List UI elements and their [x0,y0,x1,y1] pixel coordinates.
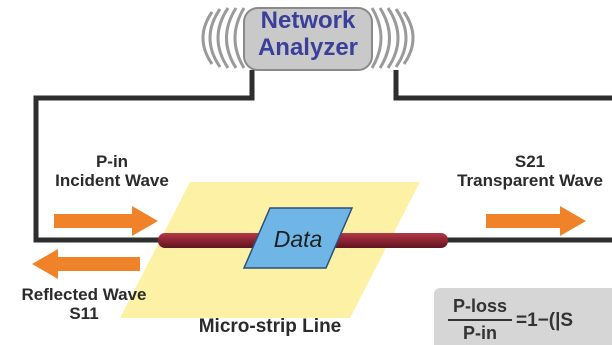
analyzer-line2: Analyzer [257,33,359,61]
network-analyzer-label: Network Analyzer [238,7,378,62]
formula-denominator: P-in [463,322,497,343]
incident-arrow-icon [54,206,158,236]
reflected-arrow-icon [32,249,140,279]
data-block [242,207,354,269]
formula-numerator: P-loss [452,296,508,316]
fraction-bar [448,318,512,321]
reflected-line1: Reflected Wave [21,285,147,304]
transmitted-arrow-icon [486,206,586,236]
reflected-label: Reflected Wave S11 [0,285,168,323]
transmitted-label: S21 Transparent Wave [450,152,610,190]
formula-rest: =1−(|S [516,310,574,331]
formula-box [434,288,612,345]
network-analyzer-box [243,7,373,71]
incident-label: P-in Incident Wave [50,152,174,190]
transmitted-line2: Transparent Wave [457,171,603,191]
analyzer-line1: Network [260,7,356,34]
left-cable [33,70,255,243]
right-cable [393,70,612,243]
data-label: Data [273,226,323,252]
incident-line2: Incident Wave [55,171,169,191]
formula-fraction: P-loss P-in [448,296,512,343]
transmitted-line1: S21 [514,152,546,171]
microstrip-label: Micro-strip Line [198,316,342,337]
incident-line1: P-in [95,152,129,171]
analyzer-rings [201,7,415,69]
reflected-line2: S11 [69,304,99,324]
